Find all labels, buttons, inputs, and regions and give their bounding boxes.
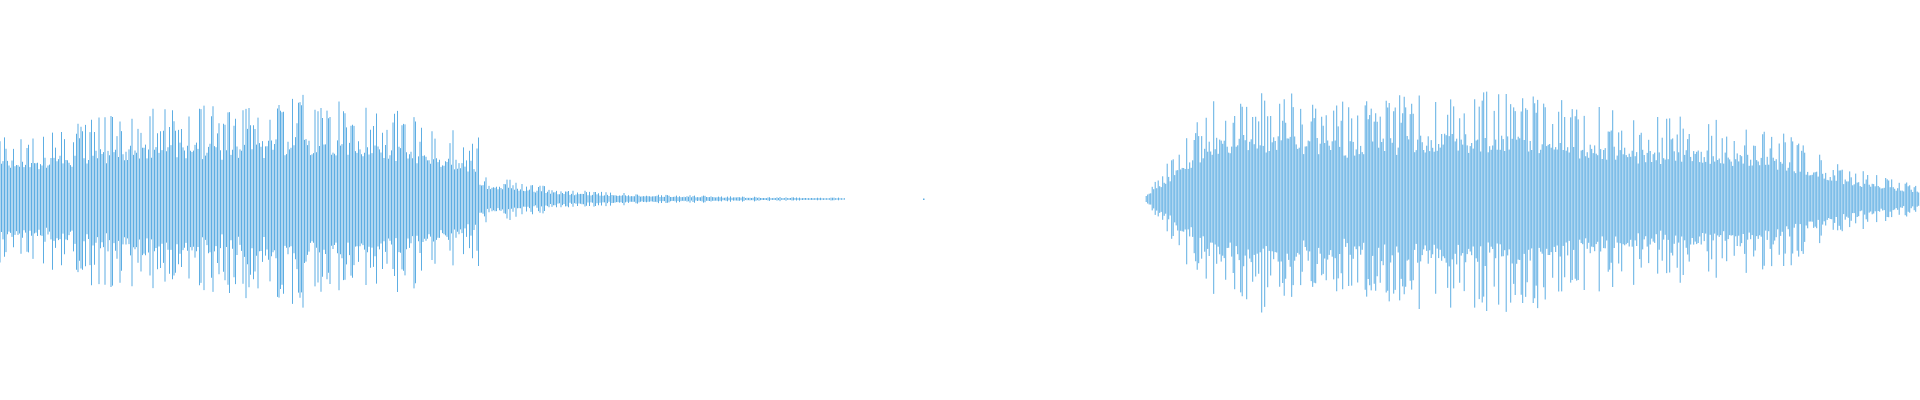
waveform-bars bbox=[0, 91, 1920, 313]
waveform-sample bbox=[923, 198, 925, 200]
